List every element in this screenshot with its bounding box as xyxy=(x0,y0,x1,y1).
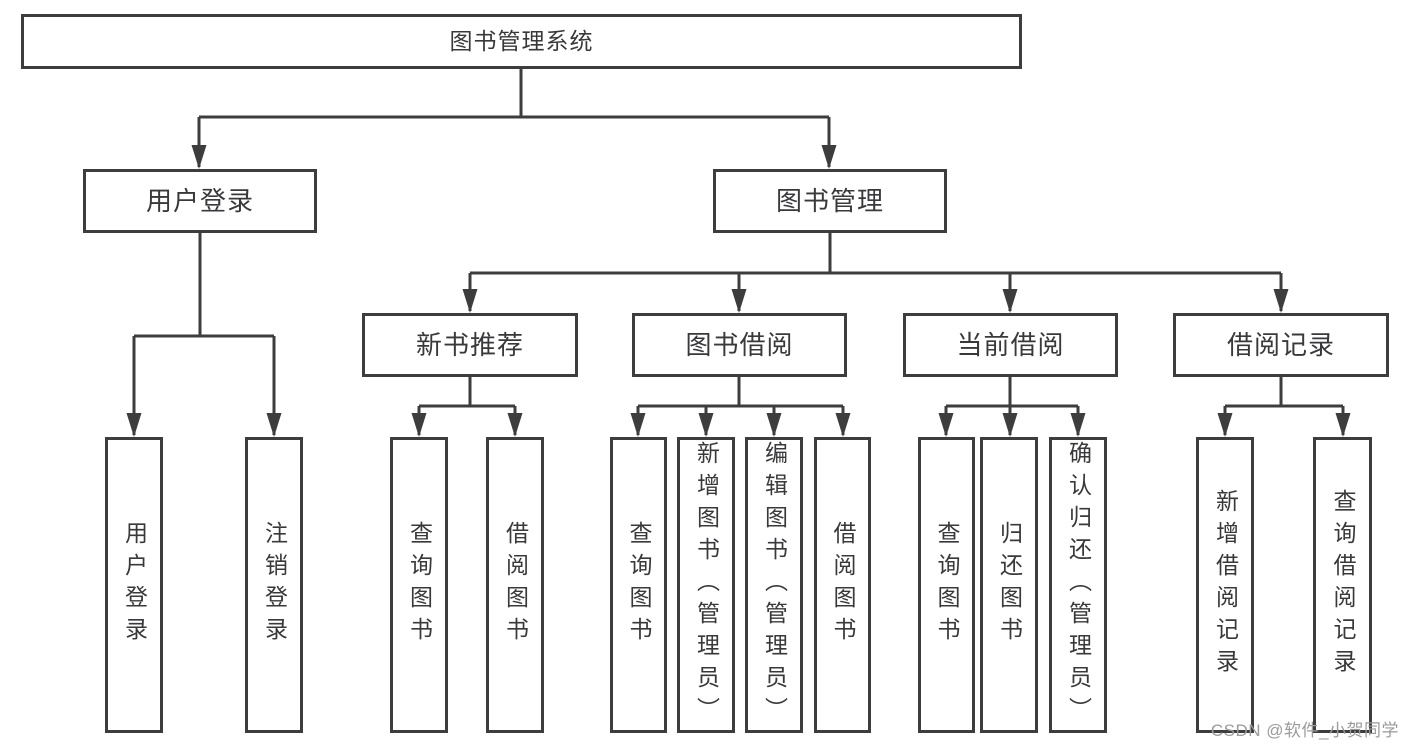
node-borrowing-records: 借阅记录 xyxy=(1173,313,1389,377)
leaf-borrow-books-borrowing: 借阅图书 xyxy=(814,437,871,733)
node-user-login: 用户登录 xyxy=(83,169,317,233)
node-book-management: 图书管理 xyxy=(713,169,947,233)
node-root-library-management-system: 图书管理系统 xyxy=(21,14,1022,69)
leaf-user-login: 用户登录 xyxy=(105,437,163,733)
leaf-confirm-return-admin: 确认归还（管理员） xyxy=(1049,437,1107,733)
leaf-add-books-admin: 新增图书（管理员） xyxy=(677,437,735,733)
node-new-book-recommendation: 新书推荐 xyxy=(362,313,578,377)
leaf-query-books-borrowing: 查询图书 xyxy=(610,437,667,733)
leaf-query-borrow-record: 查询借阅记录 xyxy=(1313,437,1372,733)
leaf-query-books-recommend: 查询图书 xyxy=(390,437,448,733)
leaf-borrow-books-recommend: 借阅图书 xyxy=(486,437,544,733)
leaf-add-borrow-record: 新增借阅记录 xyxy=(1196,437,1254,733)
leaf-return-books: 归还图书 xyxy=(980,437,1038,733)
tree-edges xyxy=(132,69,1345,435)
arrowhead-icon xyxy=(126,145,1351,437)
csdn-watermark: CSDN @软件_小贺同学 xyxy=(1210,721,1399,740)
leaf-query-books-current: 查询图书 xyxy=(918,437,975,733)
leaf-edit-books-admin: 编辑图书（管理员） xyxy=(745,437,803,733)
leaf-logout-login: 注销登录 xyxy=(245,437,303,733)
node-current-borrowing: 当前借阅 xyxy=(903,313,1118,377)
node-book-borrowing: 图书借阅 xyxy=(632,313,847,377)
